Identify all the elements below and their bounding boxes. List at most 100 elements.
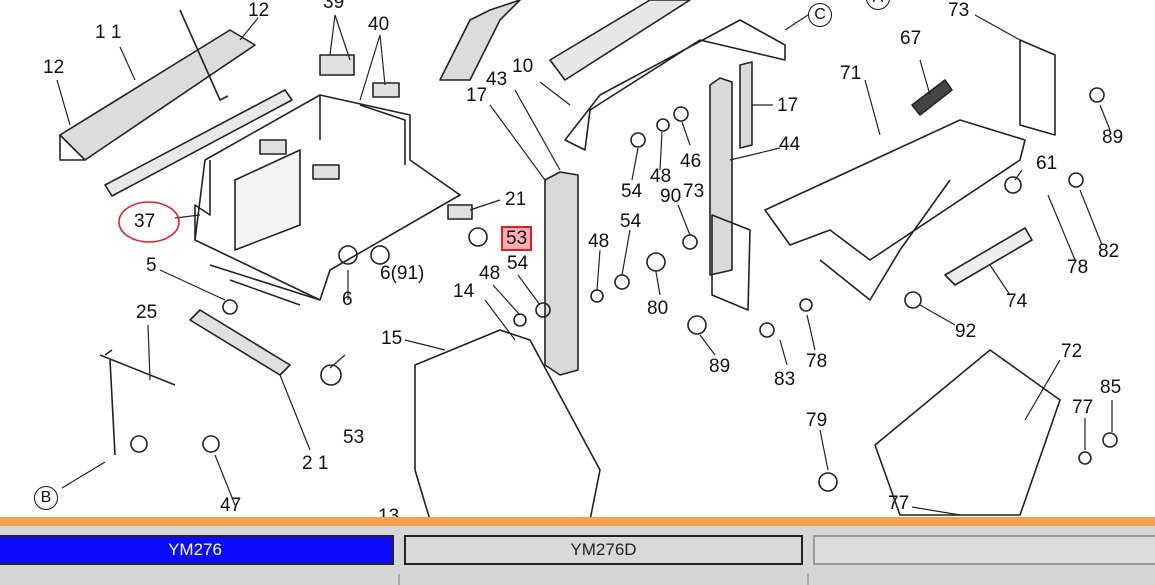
callout-79[interactable]: 79 xyxy=(806,410,828,431)
callout-48-top[interactable]: 48 xyxy=(650,166,672,187)
model-tab-ym276[interactable]: YM276 xyxy=(0,535,394,565)
accent-divider xyxy=(0,517,1155,526)
washer-90 xyxy=(682,234,698,250)
model-tab-ym276d[interactable]: YM276D xyxy=(404,535,803,565)
callout-92[interactable]: 92 xyxy=(955,321,977,342)
callout-78-lower[interactable]: 78 xyxy=(806,351,828,372)
pad-21 xyxy=(447,204,473,220)
callout-10[interactable]: 10 xyxy=(512,56,534,77)
bar-separator xyxy=(807,574,809,585)
callout-6[interactable]: 6 xyxy=(342,289,353,310)
bolt-54-low xyxy=(535,302,551,318)
callout-12[interactable]: 12 xyxy=(43,57,65,78)
foam-strip-11 xyxy=(59,29,256,161)
callout-73[interactable]: 73 xyxy=(683,181,705,202)
box-assembly xyxy=(194,94,461,306)
callout-13[interactable]: 13 xyxy=(378,506,400,517)
callout-83[interactable]: 83 xyxy=(774,369,796,390)
callout-43[interactable]: 43 xyxy=(486,69,508,90)
model-selector-bar: YM276 YM276D xyxy=(0,526,1155,585)
callout-80[interactable]: 80 xyxy=(647,298,669,319)
callout-73-right[interactable]: 73 xyxy=(948,0,970,21)
bolt-83 xyxy=(759,322,775,338)
plate-73-right xyxy=(1019,39,1056,136)
bolt-54-top xyxy=(630,132,646,148)
section-marker-b[interactable]: B xyxy=(34,486,58,510)
callout-37[interactable]: 37 xyxy=(134,211,156,232)
callout-67[interactable]: 67 xyxy=(900,28,922,49)
callout-37-circle xyxy=(118,201,180,243)
handle-67 xyxy=(911,79,953,116)
bolt-89 xyxy=(687,315,707,335)
callout-77-lower[interactable]: 77 xyxy=(888,493,910,514)
callout-54-low[interactable]: 54 xyxy=(507,253,529,274)
callout-53-selected[interactable]: 53 xyxy=(501,226,533,251)
bolt-92 xyxy=(904,291,922,309)
section-marker-c[interactable]: C xyxy=(808,3,832,27)
callout-85[interactable]: 85 xyxy=(1100,377,1122,398)
callout-89[interactable]: 89 xyxy=(709,356,731,377)
washer-48-mid xyxy=(590,289,604,303)
callout-6-91[interactable]: 6(91) xyxy=(380,263,425,284)
callout-46[interactable]: 46 xyxy=(680,151,702,172)
nut-61 xyxy=(1004,176,1022,194)
callout-77[interactable]: 77 xyxy=(1072,397,1094,418)
callout-78[interactable]: 78 xyxy=(1067,257,1089,278)
foam-column-44 xyxy=(709,77,733,276)
callout-11[interactable]: 1 1 xyxy=(95,22,122,43)
callout-48-low[interactable]: 48 xyxy=(479,263,501,284)
bar-separator xyxy=(398,574,400,585)
foam-column-17 xyxy=(739,61,753,149)
bolt-53-lower xyxy=(320,364,342,386)
washer-77 xyxy=(1078,451,1092,465)
callout-17-right[interactable]: 17 xyxy=(777,95,799,116)
callout-5[interactable]: 5 xyxy=(146,255,157,276)
washer-47 xyxy=(202,435,220,453)
foam-strip-rail xyxy=(104,89,293,197)
leader-lines xyxy=(56,14,1113,516)
callout-48-mid[interactable]: 48 xyxy=(588,231,610,252)
pad-40 xyxy=(372,82,400,98)
callout-72[interactable]: 72 xyxy=(1061,341,1083,362)
bolt-53 xyxy=(468,227,488,247)
callout-21[interactable]: 21 xyxy=(505,189,527,210)
bolt-85 xyxy=(1102,432,1118,448)
callout-14[interactable]: 14 xyxy=(453,281,475,302)
callout-15[interactable]: 15 xyxy=(381,328,403,349)
bar-74 xyxy=(944,227,1033,286)
foam-top-left xyxy=(439,0,521,81)
callout-44[interactable]: 44 xyxy=(779,134,801,155)
bolt-80 xyxy=(646,252,666,272)
callout-90[interactable]: 90 xyxy=(660,186,682,207)
callout-74[interactable]: 74 xyxy=(1006,291,1028,312)
callout-47[interactable]: 47 xyxy=(220,495,242,516)
callout-82[interactable]: 82 xyxy=(1098,241,1120,262)
bracket-71 xyxy=(764,119,1026,261)
link-25 xyxy=(99,349,176,456)
callout-21-lower[interactable]: 2 1 xyxy=(302,453,329,474)
foam-column-43 xyxy=(544,171,579,376)
callout-39[interactable]: 39 xyxy=(323,0,345,13)
nut-691 xyxy=(370,245,390,265)
bolt-79 xyxy=(818,472,838,492)
model-tab-empty[interactable] xyxy=(813,535,1155,565)
callout-12-top[interactable]: 12 xyxy=(248,0,270,21)
callout-61[interactable]: 61 xyxy=(1036,153,1058,174)
parts-diagram: 1 1 12 12 39 40 37 5 6 6(91) 21 53 53 25… xyxy=(34,0,1124,517)
panel-14 xyxy=(414,329,601,517)
callout-71[interactable]: 71 xyxy=(840,63,862,84)
pad-40b xyxy=(259,139,287,155)
pad-40c xyxy=(312,164,340,180)
callout-17[interactable]: 17 xyxy=(466,85,488,106)
washer-left xyxy=(130,435,148,453)
callout-89-right[interactable]: 89 xyxy=(1102,127,1124,148)
rod-12 xyxy=(179,9,229,101)
callout-40[interactable]: 40 xyxy=(368,14,390,35)
callout-53[interactable]: 53 xyxy=(343,427,365,448)
bolt-54-mid xyxy=(614,274,630,290)
foam-strip-21 xyxy=(189,309,291,376)
callout-54-mid[interactable]: 54 xyxy=(620,211,642,232)
callout-25[interactable]: 25 xyxy=(136,302,158,323)
plate-73 xyxy=(711,214,751,311)
callout-54-top[interactable]: 54 xyxy=(621,181,643,202)
